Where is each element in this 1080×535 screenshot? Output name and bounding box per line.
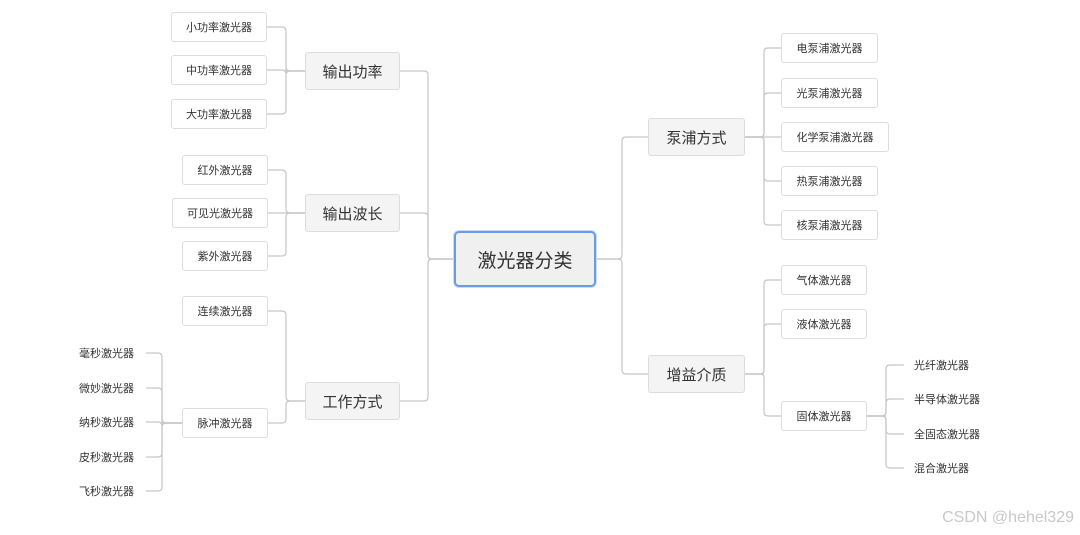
leaf-low-power[interactable]: 小功率激光器 [171, 12, 267, 42]
watermark: CSDN @hehel329 [942, 509, 1074, 526]
link-root-gain-medium [596, 258, 648, 375]
leaf-picosecond[interactable]: 皮秒激光器 [79, 451, 134, 464]
link-pump-4 [745, 136, 781, 226]
link-pulse-3 [146, 422, 182, 458]
leaf-femtosecond[interactable]: 飞秒激光器 [79, 485, 134, 498]
link-root-output-power [400, 70, 454, 260]
link-output-wavelength-2 [268, 212, 305, 257]
link-work-continuous [268, 310, 305, 402]
leaf-chemical-pump[interactable]: 化学泵浦激光器 [781, 122, 889, 152]
link-output-wavelength-0 [268, 169, 305, 214]
leaf-hybrid[interactable]: 混合激光器 [914, 462, 969, 475]
link-root-pump-mode [596, 136, 648, 260]
leaf-fiber[interactable]: 光纤激光器 [914, 359, 969, 372]
link-output-power-2 [267, 70, 305, 115]
link-gain-liquid [745, 323, 781, 375]
link-output-power-0 [267, 26, 305, 72]
link-gain-solid [745, 373, 781, 417]
leaf-microsecond[interactable]: 微妙激光器 [79, 382, 134, 395]
link-pulse-1 [146, 387, 182, 424]
branch-pump-mode[interactable]: 泵浦方式 [648, 118, 745, 156]
leaf-all-solid-state[interactable]: 全固态激光器 [914, 428, 980, 441]
leaf-medium-power[interactable]: 中功率激光器 [171, 55, 267, 85]
leaf-nuclear-pump[interactable]: 核泵浦激光器 [781, 210, 878, 240]
leaf-electric-pump[interactable]: 电泵浦激光器 [781, 33, 878, 63]
node-solid[interactable]: 固体激光器 [781, 401, 867, 431]
link-root-work-mode [400, 258, 454, 402]
node-pulse[interactable]: 脉冲激光器 [182, 408, 268, 438]
leaf-semiconductor[interactable]: 半导体激光器 [914, 393, 980, 406]
leaf-infrared[interactable]: 红外激光器 [182, 155, 268, 185]
leaf-visible[interactable]: 可见光激光器 [172, 198, 268, 228]
branch-gain-medium[interactable]: 增益介质 [648, 355, 745, 393]
leaf-gas[interactable]: 气体激光器 [781, 265, 867, 295]
link-solid-3 [867, 415, 904, 469]
leaf-nanosecond[interactable]: 纳秒激光器 [79, 416, 134, 429]
leaf-thermal-pump[interactable]: 热泵浦激光器 [781, 166, 878, 196]
leaf-optical-pump[interactable]: 光泵浦激光器 [781, 78, 878, 108]
branch-output-power[interactable]: 输出功率 [305, 52, 400, 90]
link-work-pulse [268, 400, 305, 424]
link-gain-gas [745, 279, 781, 375]
link-pump-1 [745, 92, 781, 138]
link-pulse-4 [146, 422, 182, 492]
root-node[interactable]: 激光器分类 [454, 231, 596, 287]
leaf-liquid[interactable]: 液体激光器 [781, 309, 867, 339]
leaf-ultraviolet[interactable]: 紫外激光器 [182, 241, 268, 271]
leaf-millisecond[interactable]: 毫秒激光器 [79, 347, 134, 360]
branch-work-mode[interactable]: 工作方式 [305, 382, 400, 420]
link-pump-3 [745, 136, 781, 182]
link-root-output-wavelength [400, 212, 454, 260]
branch-output-wavelength[interactable]: 输出波长 [305, 194, 400, 232]
leaf-high-power[interactable]: 大功率激光器 [171, 99, 267, 129]
leaf-continuous[interactable]: 连续激光器 [182, 296, 268, 326]
